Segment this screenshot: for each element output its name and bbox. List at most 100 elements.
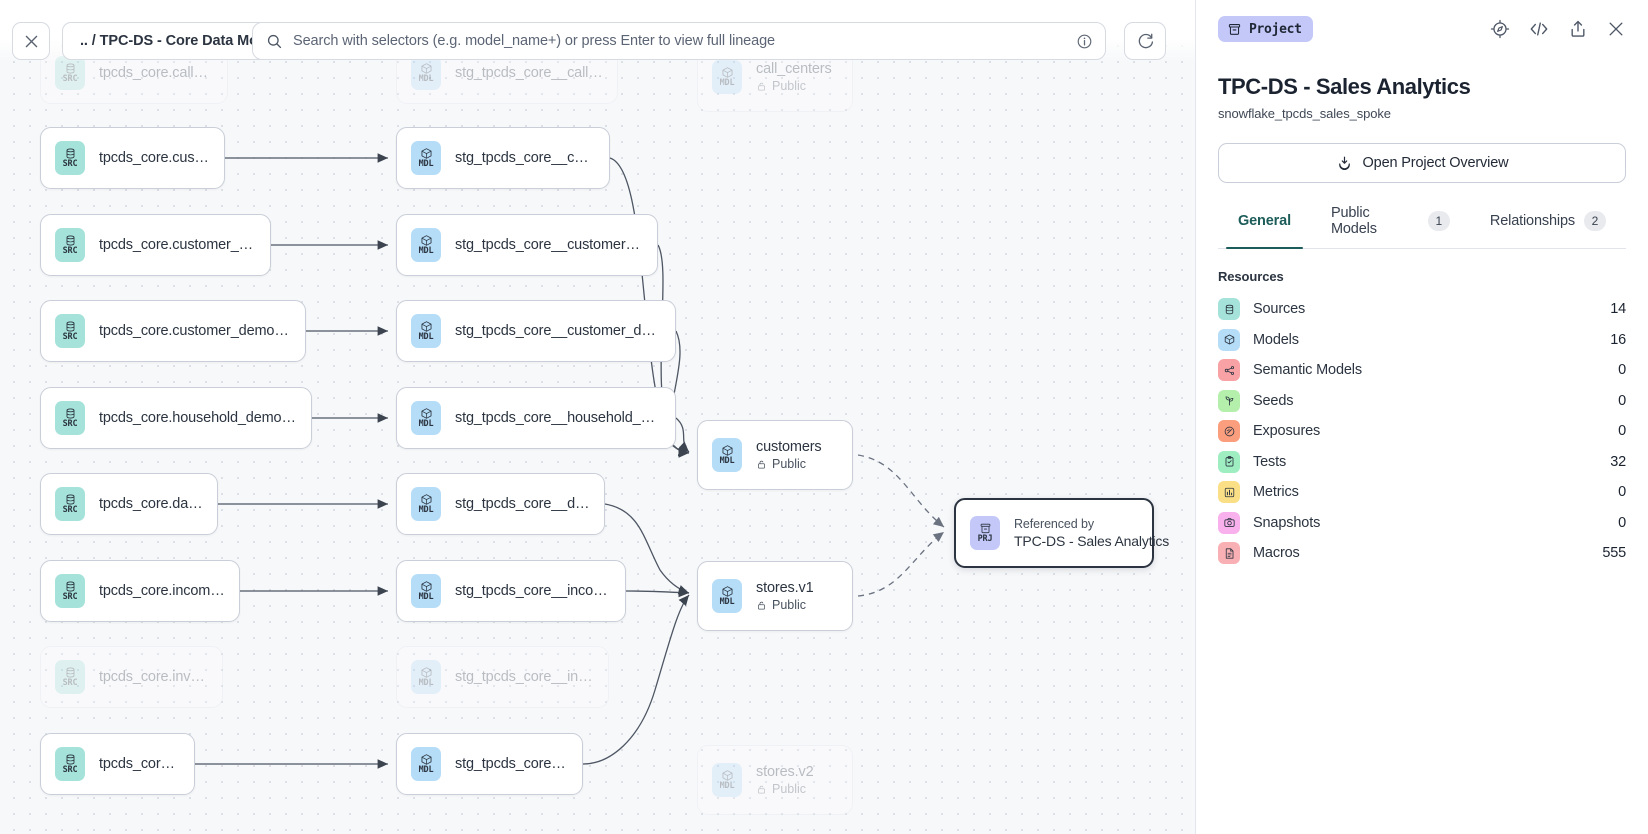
resource-count: 0 (1618, 392, 1626, 409)
details-panel: Project (1196, 0, 1648, 834)
node-type-badge-src: SRC (55, 314, 85, 348)
gauge-icon (1218, 420, 1240, 443)
open-project-overview-button[interactable]: Open Project Overview (1218, 143, 1626, 183)
node-label: tpcds_core.customer (99, 150, 210, 166)
refresh-button[interactable] (1124, 22, 1166, 60)
node-type-label: SRC (62, 419, 78, 429)
cube-icon (1218, 328, 1240, 351)
node-type-label: SRC (62, 765, 78, 775)
open-project-overview-label: Open Project Overview (1362, 155, 1509, 171)
explore-icon[interactable] (1490, 19, 1510, 39)
tab-label: Public Models (1330, 205, 1377, 237)
graph-node-mdl-stg-customer-demo[interactable]: MDLstg_tpcds_core__customer_demogra… (396, 300, 676, 362)
node-type-label: MDL (719, 781, 735, 791)
graph-node-mdl-stg-customer-addr[interactable]: MDL stg_tpcds_core__customer_address (396, 214, 658, 276)
node-type-label: MDL (719, 78, 735, 88)
node-type-badge-mdl: MDL (411, 660, 441, 694)
resource-name: Exposures (1253, 423, 1321, 440)
resource-name: Semantic Models (1253, 362, 1362, 379)
node-type-label: MDL (418, 419, 434, 429)
graph-node-mdl-stg-date-dim[interactable]: MDL stg_tpcds_core__date_dim (396, 473, 605, 535)
sprout-icon (1218, 389, 1240, 412)
clipboard-icon (1218, 450, 1240, 473)
share-icon[interactable] (1568, 19, 1588, 39)
project-box-icon (1228, 23, 1241, 35)
node-type-label: SRC (62, 246, 78, 256)
node-type-badge-src: SRC (55, 487, 85, 521)
node-type-badge-mdl: MDL (411, 314, 441, 348)
panel-header: Project (1218, 0, 1626, 58)
node-label: tpcds_core.store (99, 756, 180, 772)
lineage-canvas[interactable]: SRCtpcds_core.call_centerSRCtpcds_core.c… (0, 0, 1196, 834)
node-label: customers (756, 439, 822, 455)
tab-general[interactable]: General (1218, 205, 1311, 249)
node-label: stg_tpcds_core__customer_address (455, 237, 643, 253)
close-panel-icon[interactable] (1606, 19, 1626, 39)
resource-count: 14 (1610, 301, 1626, 318)
node-type-badge-mdl: MDL (411, 574, 441, 608)
resource-name: Metrics (1253, 484, 1299, 501)
node-type-badge-src: SRC (55, 401, 85, 435)
panel-subtitle: snowflake_tpcds_sales_spoke (1218, 106, 1391, 121)
project-overview-icon (1338, 156, 1350, 170)
lineage-search-box[interactable]: Search with selectors (e.g. model_name+)… (252, 22, 1106, 60)
close-lineage-button[interactable] (12, 22, 50, 60)
node-type-badge-mdl: MDL (712, 763, 742, 797)
node-access: Public (756, 79, 832, 93)
node-type-badge-mdl: MDL (411, 487, 441, 521)
resource-count: 0 (1618, 514, 1626, 531)
resource-type-chip[interactable]: Project (1218, 16, 1313, 42)
camera-icon (1218, 511, 1240, 534)
unlock-icon (758, 785, 765, 794)
resources-heading: Resources (1218, 269, 1284, 284)
tab-count: 1 (1427, 211, 1450, 231)
graph-node-mdl-stg-household-demo[interactable]: MDLstg_tpcds_core__household_demogr… (396, 387, 676, 449)
node-access: Public (756, 782, 813, 796)
code-icon[interactable] (1528, 19, 1550, 39)
search-input[interactable]: Search with selectors (e.g. model_name+)… (293, 33, 776, 49)
node-type-label: MDL (418, 332, 434, 342)
node-label: call_centers (756, 61, 832, 77)
node-label: stg_tpcds_core__date_dim (455, 496, 590, 512)
info-circle-icon[interactable] (1076, 33, 1093, 50)
tab-label: Relationships (1489, 213, 1575, 229)
node-label: stores.v2 (756, 764, 814, 780)
graph-node-src-store[interactable]: SRC tpcds_core.store (40, 733, 195, 795)
node-type-badge-mdl: MDL (411, 228, 441, 262)
tab-public-models[interactable]: Public Models 1 (1311, 205, 1470, 248)
node-type-label: SRC (62, 74, 78, 84)
resource-type-label: Project (1249, 21, 1302, 37)
node-type-label: MDL (719, 597, 735, 607)
node-type-label: MDL (418, 246, 434, 256)
unlock-icon (758, 601, 765, 610)
node-type-badge-prj: PRJ (970, 516, 1000, 550)
resource-name: Macros (1253, 545, 1300, 562)
node-type-badge-mdl: MDL (712, 438, 742, 472)
